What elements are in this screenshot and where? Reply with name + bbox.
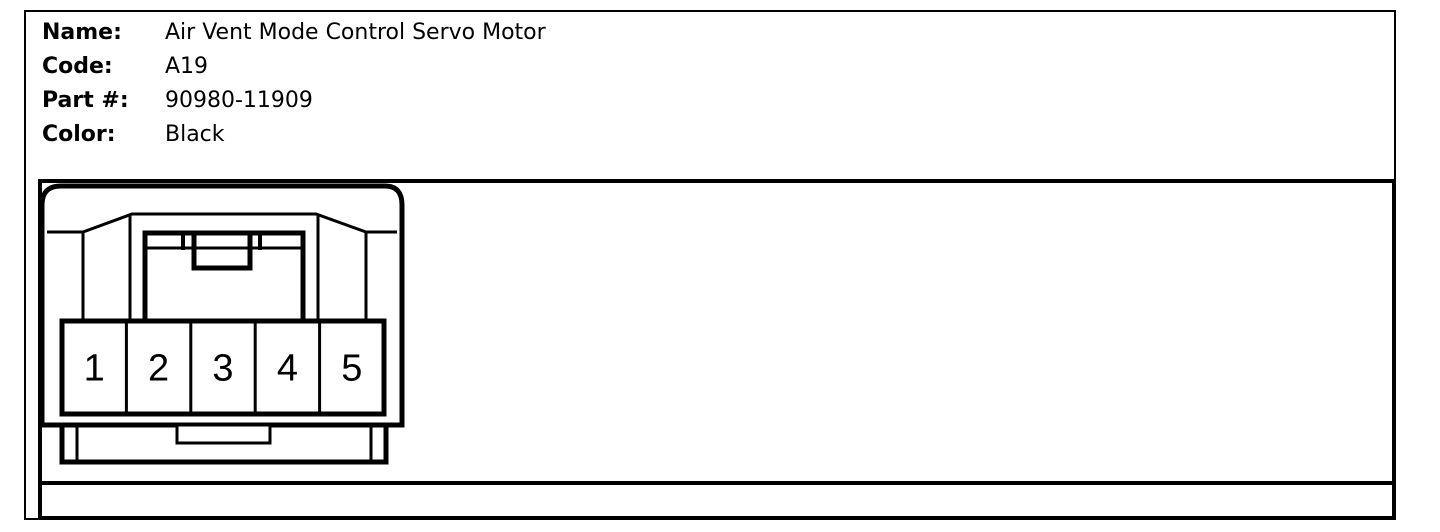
color-label: Color: — [42, 122, 116, 147]
frame-corner-mark — [1380, 10, 1396, 12]
connector-base — [59, 425, 389, 465]
terminal-block — [59, 318, 387, 417]
name-value: Air Vent Mode Control Servo Motor — [165, 20, 546, 45]
code-label: Code: — [42, 54, 113, 79]
pin-number-3: 3 — [212, 348, 233, 390]
pin-number-4: 4 — [277, 348, 298, 390]
pin-dividers — [124, 321, 322, 414]
pin-labels: 1 2 3 4 5 — [84, 348, 363, 390]
latch-tab — [191, 230, 253, 271]
part-number-label: Part #: — [42, 88, 129, 113]
connector-shroud — [47, 212, 397, 234]
base-key-slot — [175, 423, 272, 445]
diagram-bottom-band — [38, 481, 1396, 485]
pin-number-2: 2 — [148, 348, 169, 390]
color-value: Black — [165, 122, 225, 147]
part-number-value: 90980-11909 — [165, 88, 313, 113]
pin-number-5: 5 — [341, 348, 362, 390]
code-value: A19 — [165, 54, 209, 79]
name-label: Name: — [42, 20, 122, 45]
pin-number-1: 1 — [84, 348, 105, 390]
